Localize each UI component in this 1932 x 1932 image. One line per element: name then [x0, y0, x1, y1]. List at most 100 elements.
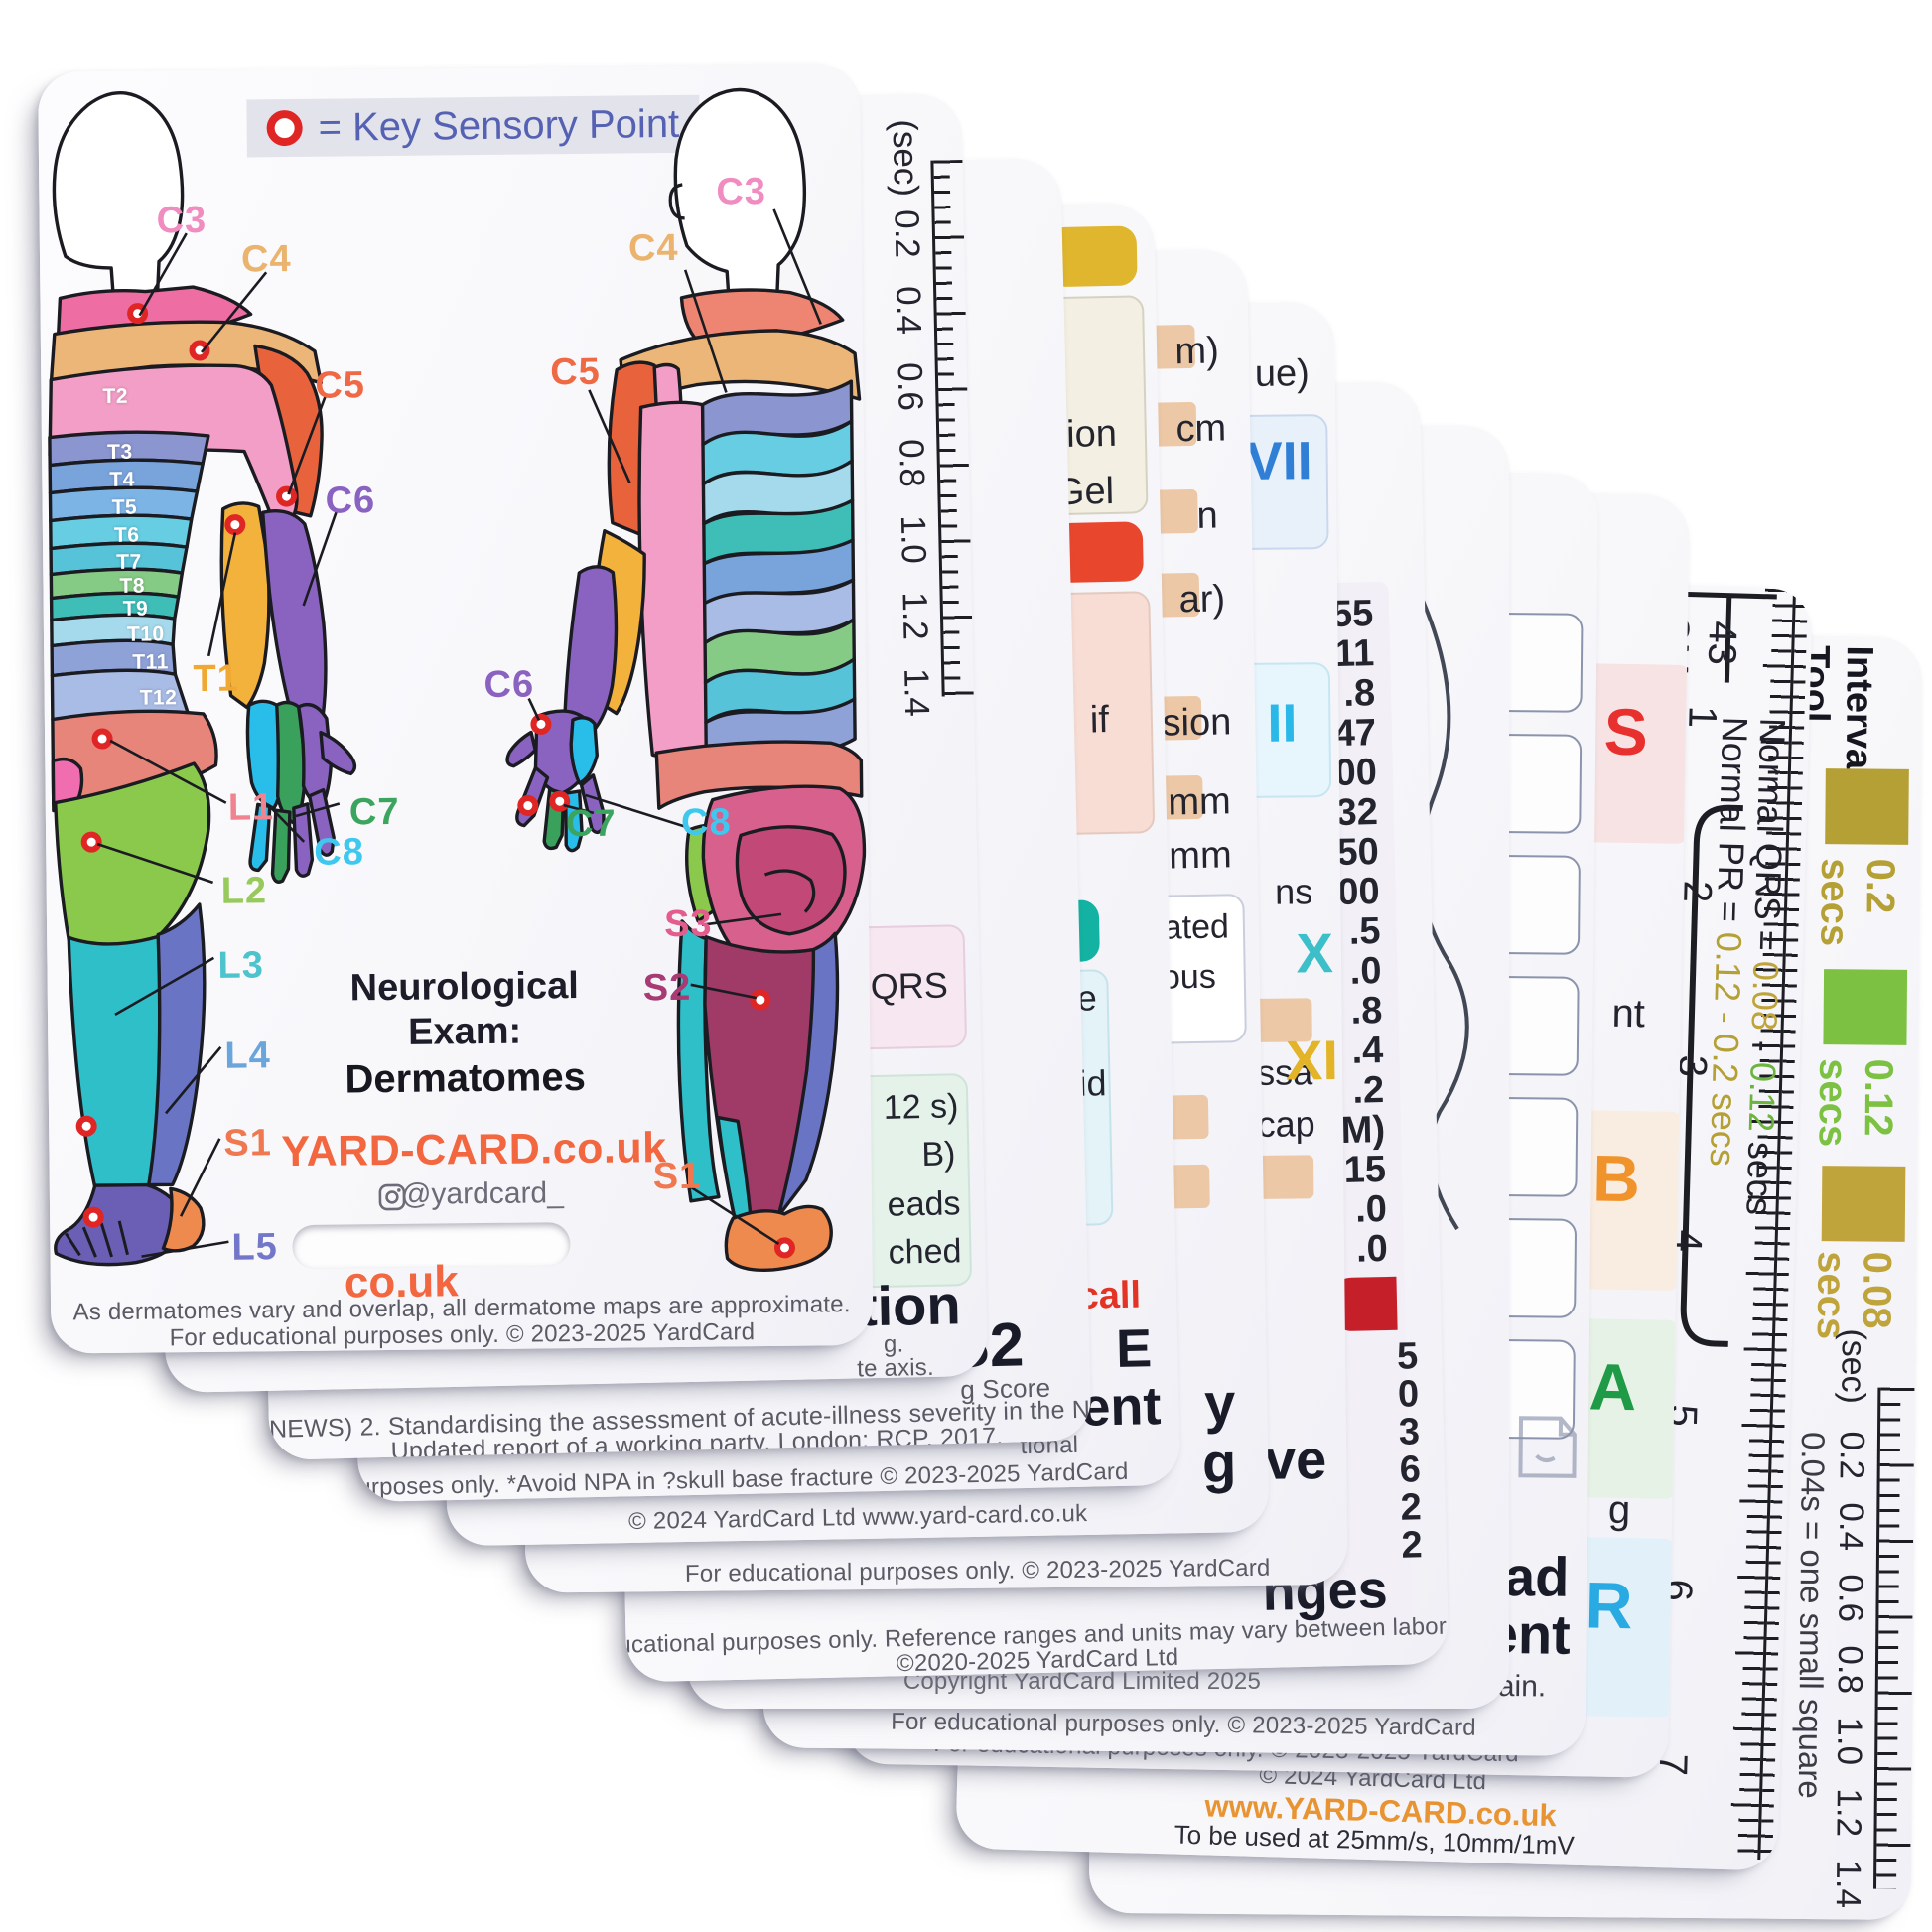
ecg-green-line2: B) — [920, 1135, 956, 1174]
range-value-fragment: 32 — [1335, 791, 1379, 835]
range-value-fragment: 2 — [1400, 1486, 1423, 1529]
ecg-ruler-unit: (sec) — [885, 118, 926, 198]
torso-band-label: T9 — [122, 597, 149, 621]
sizes-fragment-m: m) — [1174, 330, 1220, 373]
ruler-tick-label: 0.6 — [1831, 1574, 1870, 1623]
ruler-tick-label: 1.2 — [1829, 1788, 1868, 1838]
derm-instagram[interactable]: @yardcard_ — [400, 1176, 564, 1211]
range-value-fragment: .4 — [1351, 1030, 1384, 1072]
interval-swatch-008 — [1821, 1166, 1906, 1242]
nerves-numeral-xi: XI — [1285, 1029, 1339, 1092]
range-value-fragment: 00 — [1336, 871, 1381, 914]
figure-left-posterior — [48, 91, 357, 1267]
ruler-tick-label: 1.4 — [897, 667, 937, 718]
sbar-letter-s: S — [1603, 694, 1649, 769]
nerves-numeral-x: X — [1296, 921, 1334, 985]
torso-band-label: T6 — [113, 523, 140, 547]
dermatome-label: C7 — [348, 790, 400, 834]
ruler-tick-label: 1.2 — [895, 591, 935, 641]
range-value-fragment: .8 — [1342, 672, 1376, 715]
interval-swatch-008-unit: secs — [1808, 1251, 1854, 1340]
torso-band-label: T5 — [111, 495, 138, 519]
interval-swatch-qrs-value: 0.12 — [1856, 1058, 1901, 1137]
sizes-fragment-mm2: mm — [1168, 834, 1232, 878]
dermatome-label: C8 — [680, 801, 732, 844]
sbar-letter-r: R — [1585, 1568, 1634, 1643]
interval-swatch-qrs-unit: secs — [1810, 1058, 1856, 1148]
dermatome-label: S2 — [642, 966, 692, 1010]
interval-swatch-pr-unit: secs — [1812, 858, 1858, 947]
dermatome-label: L3 — [217, 944, 265, 987]
instagram-icon — [378, 1183, 406, 1211]
dermatome-label: L2 — [220, 870, 268, 912]
ruler-tick-label: 0.6 — [890, 361, 930, 412]
derm-site-url[interactable]: YARD-CARD.co.uk — [281, 1124, 667, 1176]
range-value-fragment: 50 — [1335, 831, 1380, 875]
range-value-fragment: .0 — [1355, 1227, 1389, 1271]
range-value-fragment: 00 — [1334, 752, 1378, 795]
airway-fragment-if: if — [1089, 699, 1110, 742]
range-value-fragment: 5 — [1396, 1335, 1419, 1378]
sizes-fragment-sion: sion — [1162, 701, 1232, 745]
ruler-tick-label: 0.8 — [1830, 1645, 1870, 1695]
sizes-title-fragment1: y — [1203, 1371, 1236, 1435]
range-value-fragment: 3 — [1398, 1411, 1421, 1453]
nerves-fragment-ns: ns — [1274, 871, 1313, 912]
dermatome-label: C6 — [483, 663, 535, 706]
dermatome-label: C5 — [315, 364, 366, 407]
ecg-green-line3: eads — [887, 1184, 961, 1224]
sizes-footer: © 2024 YardCard Ltd www.yard-card.co.uk — [627, 1500, 1088, 1536]
interval-tool-title-line1: Interval — [1837, 645, 1880, 780]
range-value-fragment: 0 — [1397, 1373, 1420, 1416]
sbar-letter-a: A — [1588, 1349, 1637, 1425]
ruler-tick-label: 0.8 — [892, 438, 932, 488]
derm-title-line1: Neurological — [349, 965, 580, 1010]
ruler-tick-label: 1.4 — [1828, 1860, 1868, 1909]
airway-title-fragment1: E — [1115, 1318, 1153, 1380]
dermatome-label: C7 — [565, 802, 617, 846]
nerves-fragment-cap: cap — [1257, 1103, 1315, 1145]
sbar-fragment-g: g — [1607, 1487, 1631, 1533]
ruler-tick-label: 0.4 — [889, 285, 929, 336]
nerves-footer: For educational purposes only. © 2023-20… — [684, 1554, 1271, 1587]
torso-band-label: T7 — [116, 550, 142, 574]
sizes-fragment-cm: cm — [1175, 407, 1227, 451]
ruler-tick-label: 1.0 — [893, 514, 933, 565]
interval-swatch-pr-value: 0.2 — [1858, 858, 1903, 914]
ecg-green-line4: ched — [888, 1232, 962, 1272]
interval-ruler-unit: (sec) — [1834, 1328, 1872, 1405]
interval-swatch-qrs-green — [1823, 969, 1908, 1045]
range-value-fragment: 2 — [1400, 1524, 1424, 1567]
interval-sec-ruler — [1873, 1387, 1915, 1889]
interval-bracket — [1680, 804, 1743, 1347]
dermatome-label: C8 — [314, 831, 365, 874]
dermatome-label: L4 — [224, 1035, 272, 1077]
cm-top-fragment: 43 — [1699, 620, 1745, 666]
cm-bracket-mark — [1683, 591, 1777, 683]
sbar-fragment-nt: nt — [1611, 991, 1646, 1036]
ruler-tick-label: 0.2 — [1832, 1431, 1872, 1480]
dermatome-label: C4 — [627, 226, 679, 270]
range-value-fragment: .8 — [1350, 990, 1383, 1033]
dermatome-label: S1 — [223, 1122, 273, 1165]
dermatome-label: C3 — [716, 170, 767, 213]
ecg-qrs-label: QRS — [870, 964, 949, 1008]
torso-band-label: T8 — [119, 574, 146, 598]
nerves-numeral-vii: VII — [1246, 431, 1312, 491]
ecg-title-fragment: tion — [858, 1273, 962, 1338]
ruler-tick-label: 1.0 — [1830, 1717, 1869, 1766]
card-form-boxes[interactable]: ead ent ain. For educational purposes on… — [762, 466, 1598, 1756]
nerves-fragment-ue: ue) — [1254, 352, 1310, 395]
dermatome-label: C6 — [325, 480, 376, 522]
interval-swatch-pr — [1825, 768, 1909, 845]
range-value-fragment: 15 — [1343, 1148, 1387, 1191]
interval-swatch-008-value: 0.08 — [1854, 1251, 1899, 1329]
torso-band-label: T12 — [139, 686, 178, 710]
sbar-letter-b: B — [1591, 1141, 1641, 1216]
torso-band-label: T3 — [106, 440, 133, 464]
range-value-fragment: 6 — [1399, 1449, 1422, 1491]
